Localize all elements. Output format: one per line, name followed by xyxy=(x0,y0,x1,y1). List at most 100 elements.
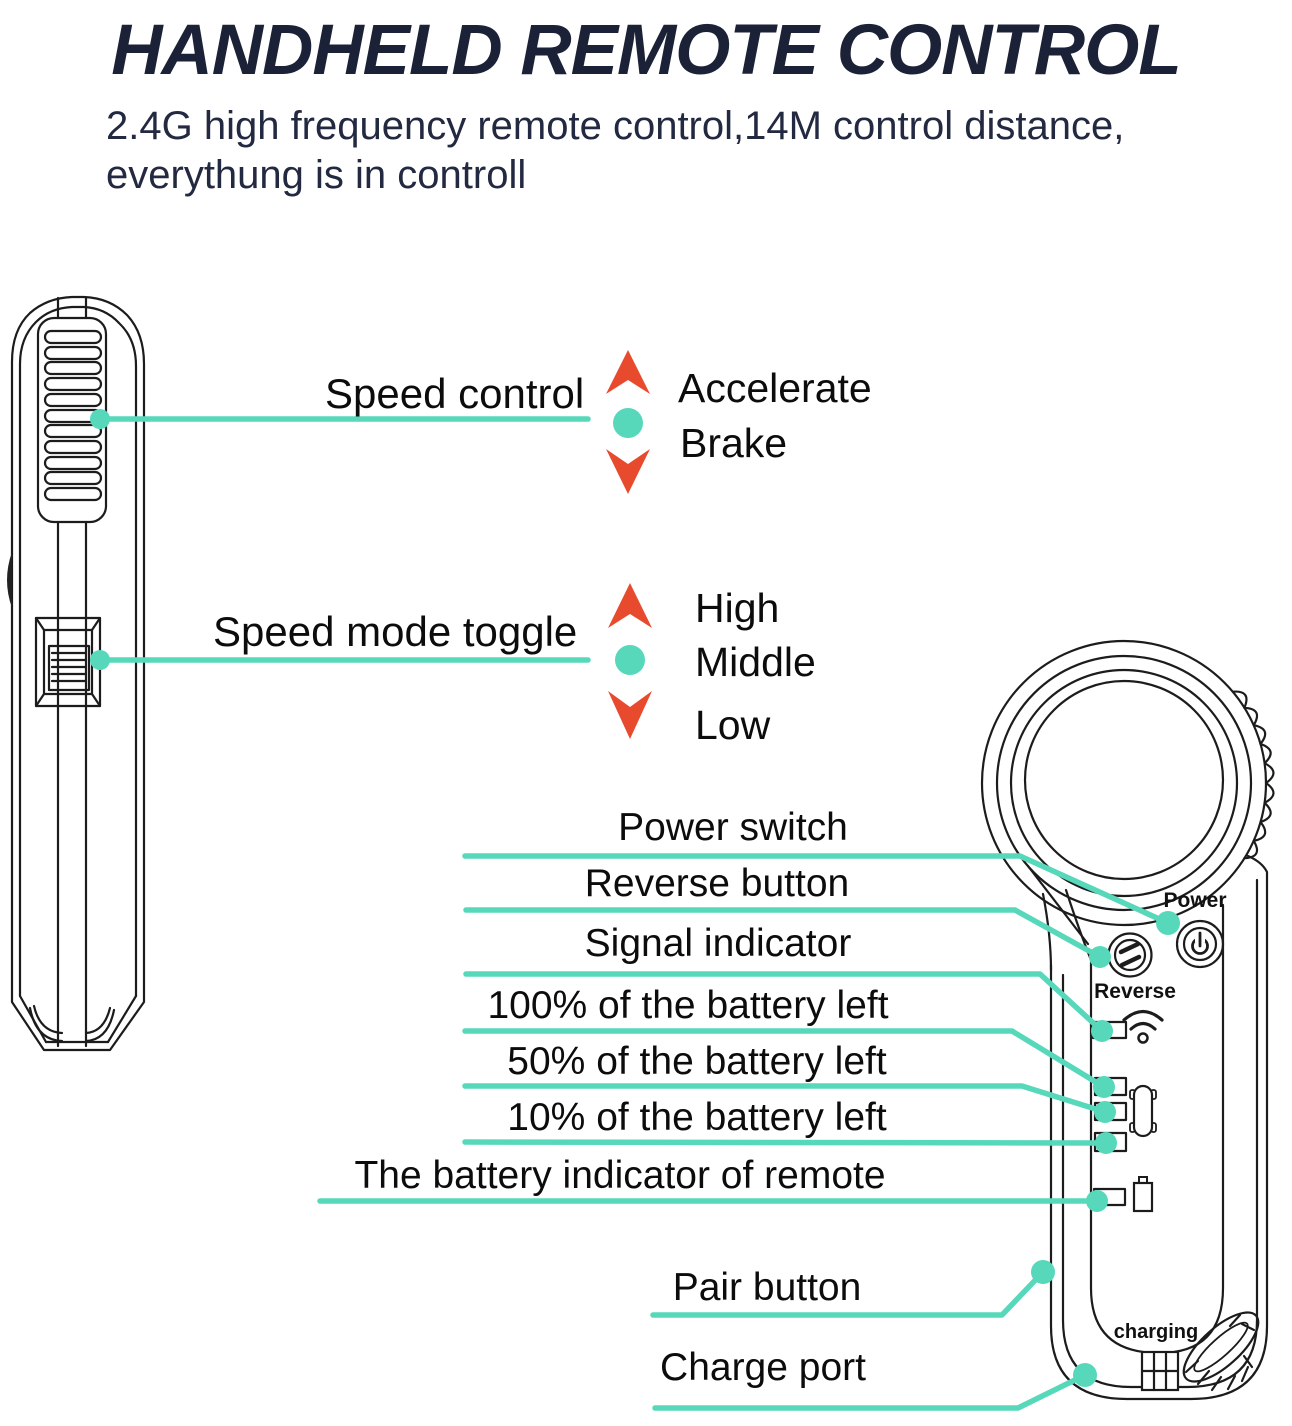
dot-signal xyxy=(1091,1020,1113,1042)
mode-up-arrow-icon xyxy=(608,583,652,628)
dot-battery-10 xyxy=(1095,1132,1117,1154)
left-remote-side-view xyxy=(7,295,146,1052)
switch-bevel xyxy=(34,616,46,632)
dot-wheel xyxy=(90,409,110,429)
dot-battery-remote xyxy=(1086,1190,1108,1212)
reverse-print-label: Reverse xyxy=(1094,980,1176,1003)
mode-down-arrow-icon xyxy=(608,691,652,739)
callout-charge-port: Charge port xyxy=(660,1346,866,1389)
dot-pair xyxy=(1031,1260,1055,1284)
foot-arc xyxy=(84,1008,116,1043)
page-title: HANDHELD REMOTE CONTROL xyxy=(111,11,1182,90)
leader-line-battery-50 xyxy=(462,1083,1108,1115)
neck-inner xyxy=(1064,888,1093,962)
leader-line-power-switch xyxy=(462,853,1171,926)
wheel-rib xyxy=(43,376,103,392)
wheel-rib xyxy=(43,470,103,486)
thumbwheel-face xyxy=(1023,679,1225,881)
leader-line-signal-indicator xyxy=(463,971,1105,1034)
callout-signal-indicator: Signal indicator xyxy=(584,922,852,965)
wheel-rib xyxy=(43,423,103,439)
neck-outer xyxy=(1041,892,1053,972)
accelerate-label: Accelerate xyxy=(678,365,872,411)
reverse-button xyxy=(1107,932,1153,978)
knurled-edge xyxy=(1231,690,1275,860)
mode-low-label: Low xyxy=(695,702,771,748)
side-outline xyxy=(10,295,146,1052)
speed-neutral-dot xyxy=(613,408,643,438)
wifi-icon xyxy=(1122,1009,1164,1044)
switch-bevel xyxy=(90,692,102,708)
power-button xyxy=(1175,919,1225,969)
dot-power xyxy=(1156,911,1180,935)
callout-power-switch: Power switch xyxy=(618,806,848,849)
ring-inner xyxy=(1009,668,1239,898)
remote-front-view xyxy=(980,639,1275,1401)
leader-line-reverse-button xyxy=(463,907,1103,960)
wheel-rib xyxy=(43,360,103,376)
mode-middle-dot xyxy=(615,645,645,675)
power-button-inner xyxy=(1182,926,1218,962)
dot-reverse xyxy=(1089,946,1111,968)
page-subtitle: 2.4G high frequency remote control,14M c… xyxy=(106,102,1124,200)
wheel-rib xyxy=(43,439,103,455)
neck-seam xyxy=(1026,864,1090,946)
leader-line-battery-10 xyxy=(462,1139,1109,1146)
power-button-outer xyxy=(1175,919,1225,969)
charge-port xyxy=(1140,1350,1180,1392)
foot-arc xyxy=(84,1006,112,1035)
switch-thumb xyxy=(47,644,91,692)
dot-battery-50 xyxy=(1094,1101,1116,1123)
mode-high-label: High xyxy=(695,585,780,631)
brake-label: Brake xyxy=(680,420,788,466)
dot-charge xyxy=(1073,1363,1097,1387)
subtitle-line-1: 2.4G high frequency remote control,14M c… xyxy=(106,104,1125,148)
wheel-rib xyxy=(43,455,103,471)
face-panel xyxy=(1089,903,1225,1355)
leader-line-pair-button xyxy=(650,1269,1046,1318)
mode-middle-label: Middle xyxy=(695,639,816,685)
ring-mid xyxy=(995,654,1253,912)
wheel-rib xyxy=(43,486,103,502)
callout-battery-remote: The battery indicator of remote xyxy=(354,1154,886,1197)
leader-line-battery-100 xyxy=(462,1028,1107,1090)
speed-control-arrows xyxy=(606,350,650,494)
leader-lines xyxy=(90,409,1180,1411)
subtitle-line-2: everythung is in controll xyxy=(106,153,527,197)
reverse-icon xyxy=(1118,941,1142,968)
battery-icon xyxy=(1132,1176,1154,1213)
dot-battery-100 xyxy=(1093,1076,1115,1098)
callout-reverse-button: Reverse button xyxy=(584,862,850,905)
switch-inner-frame xyxy=(42,628,94,696)
skateboard-icon xyxy=(1129,1084,1157,1138)
foot-arc xyxy=(28,1006,64,1043)
side-grip-bump xyxy=(7,552,12,608)
speed-control-label: Speed control xyxy=(325,370,585,417)
thumbwheel-ring xyxy=(980,639,1275,927)
callout-battery-100: 100% of the battery left xyxy=(487,984,889,1027)
callout-pair-button: Pair button xyxy=(672,1266,862,1309)
side-inset-outline xyxy=(18,305,138,998)
speed-mode-arrows xyxy=(608,583,652,739)
callout-battery-50: 50% of the battery left xyxy=(507,1040,887,1083)
wheel-rib xyxy=(43,329,103,345)
lanyard-strap xyxy=(1182,1311,1260,1392)
charging-print-label: charging xyxy=(1113,1321,1199,1343)
power-icon xyxy=(1191,931,1209,955)
foot-arc xyxy=(32,1004,64,1035)
body-outer xyxy=(1049,854,1269,1401)
bottom-bevel xyxy=(106,994,138,1044)
leader-line-charge-port xyxy=(652,1372,1088,1411)
power-print-label: Power xyxy=(1163,889,1227,912)
switch-bevel xyxy=(90,616,102,632)
switch-bevel xyxy=(34,692,46,708)
speed-mode-label: Speed mode toggle xyxy=(213,608,578,655)
wheel-rib xyxy=(43,345,103,361)
brake-down-arrow-icon xyxy=(606,449,650,494)
callout-battery-10: 10% of the battery left xyxy=(507,1096,887,1139)
dot-mode-switch xyxy=(90,650,110,670)
accelerate-up-arrow-icon xyxy=(606,350,650,394)
wheel-rib xyxy=(43,392,103,408)
